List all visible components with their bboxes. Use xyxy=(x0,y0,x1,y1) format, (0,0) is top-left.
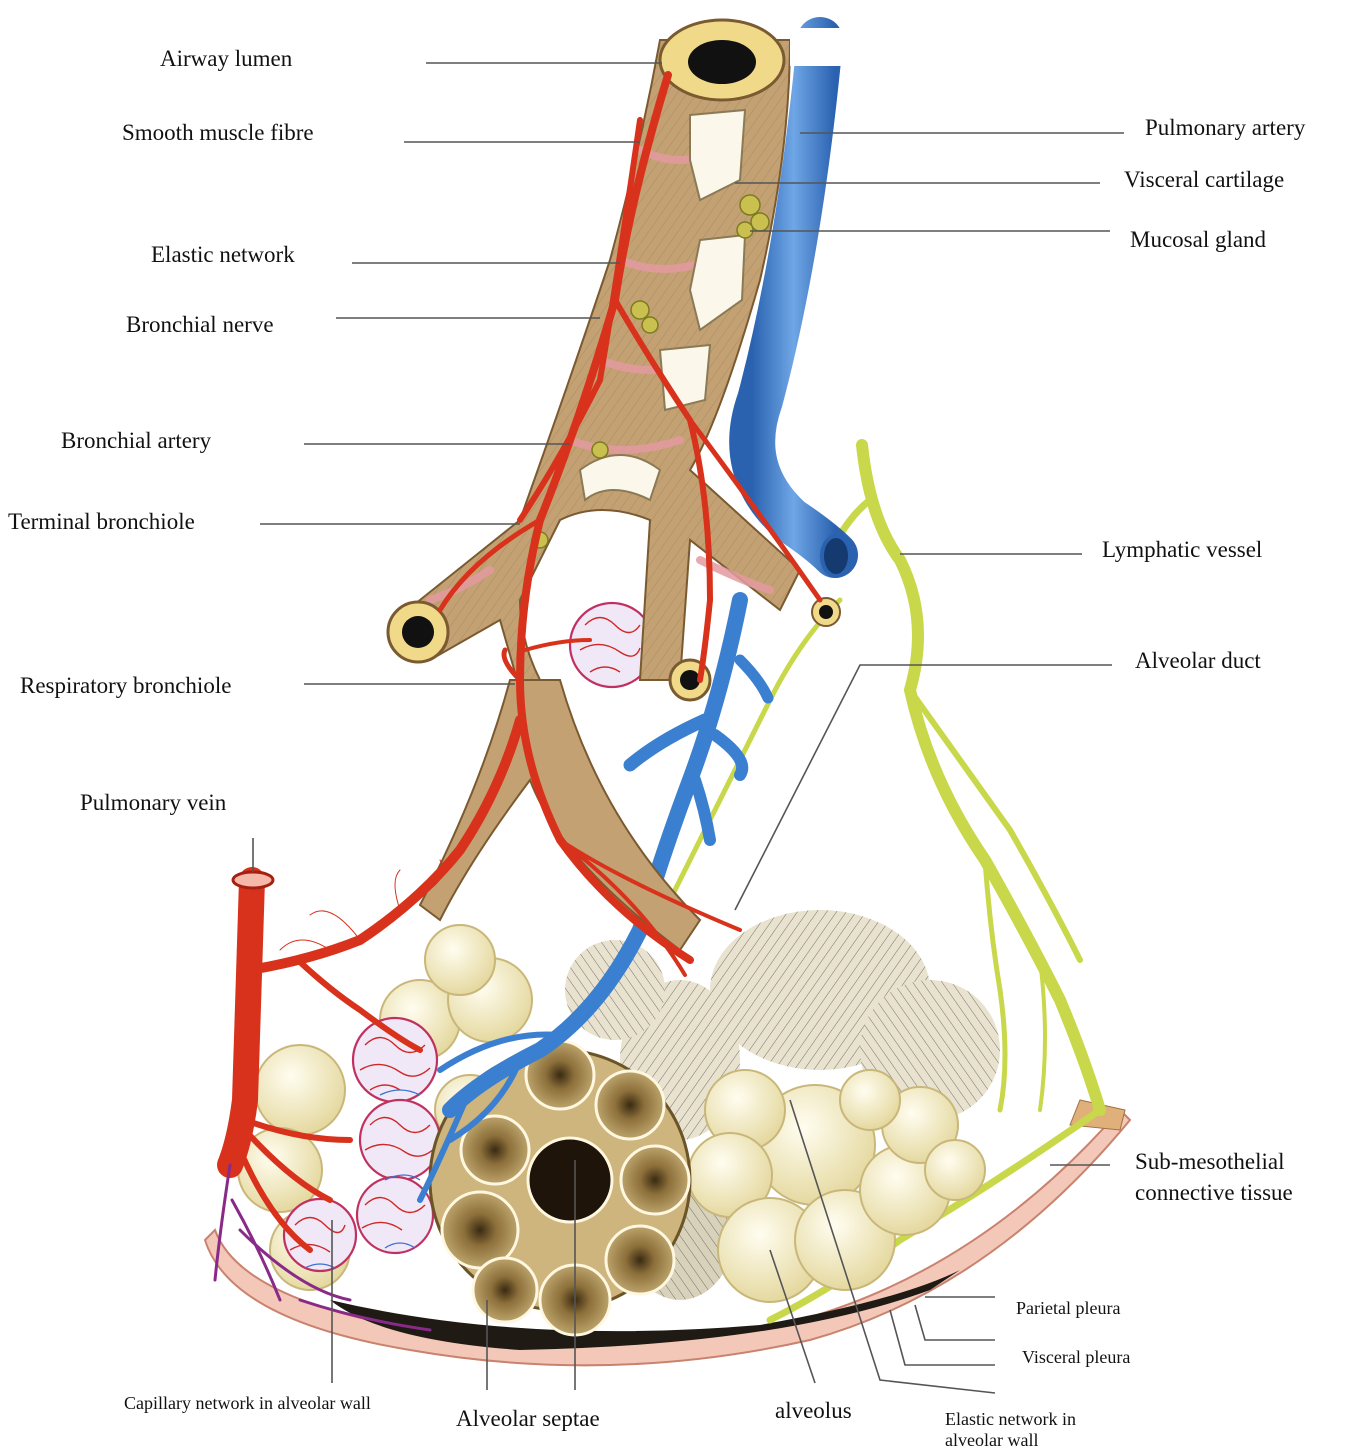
label-parietal-pleura: Parietal pleura xyxy=(1016,1298,1120,1319)
label-elastic-network-alveolar: Elastic network in alveolar wall xyxy=(945,1409,1120,1450)
label-alveolar-duct: Alveolar duct xyxy=(1135,648,1261,674)
label-visceral-cartilage: Visceral cartilage xyxy=(1124,167,1284,193)
label-bronchial-nerve: Bronchial nerve xyxy=(126,312,274,338)
label-capillary-network: Capillary network in alveolar wall xyxy=(124,1393,394,1414)
label-respiratory-bronchiole: Respiratory bronchiole xyxy=(20,673,231,699)
label-alveolus: alveolus xyxy=(775,1398,852,1424)
label-visceral-pleura: Visceral pleura xyxy=(1022,1347,1130,1368)
label-mucosal-gland: Mucosal gland xyxy=(1130,227,1266,253)
label-terminal-bronchiole: Terminal bronchiole xyxy=(8,509,195,535)
label-sub-mesothelial-line1: Sub-mesothelial xyxy=(1135,1149,1284,1175)
label-elastic-network: Elastic network xyxy=(151,242,295,268)
label-lymphatic-vessel: Lymphatic vessel xyxy=(1102,537,1262,563)
label-smooth-muscle-fibre: Smooth muscle fibre xyxy=(122,120,314,146)
label-airway-lumen: Airway lumen xyxy=(160,46,292,72)
label-sub-mesothelial-line2: connective tissue xyxy=(1135,1180,1293,1206)
label-alveolar-septae: Alveolar septae xyxy=(456,1406,600,1432)
label-pulmonary-artery: Pulmonary artery xyxy=(1145,115,1305,141)
pulmonary-vein-opening xyxy=(233,872,273,888)
label-pulmonary-vein: Pulmonary vein xyxy=(80,790,226,816)
label-bronchial-artery: Bronchial artery xyxy=(61,428,211,454)
respiratory-bronchiole-trunk xyxy=(420,680,700,950)
